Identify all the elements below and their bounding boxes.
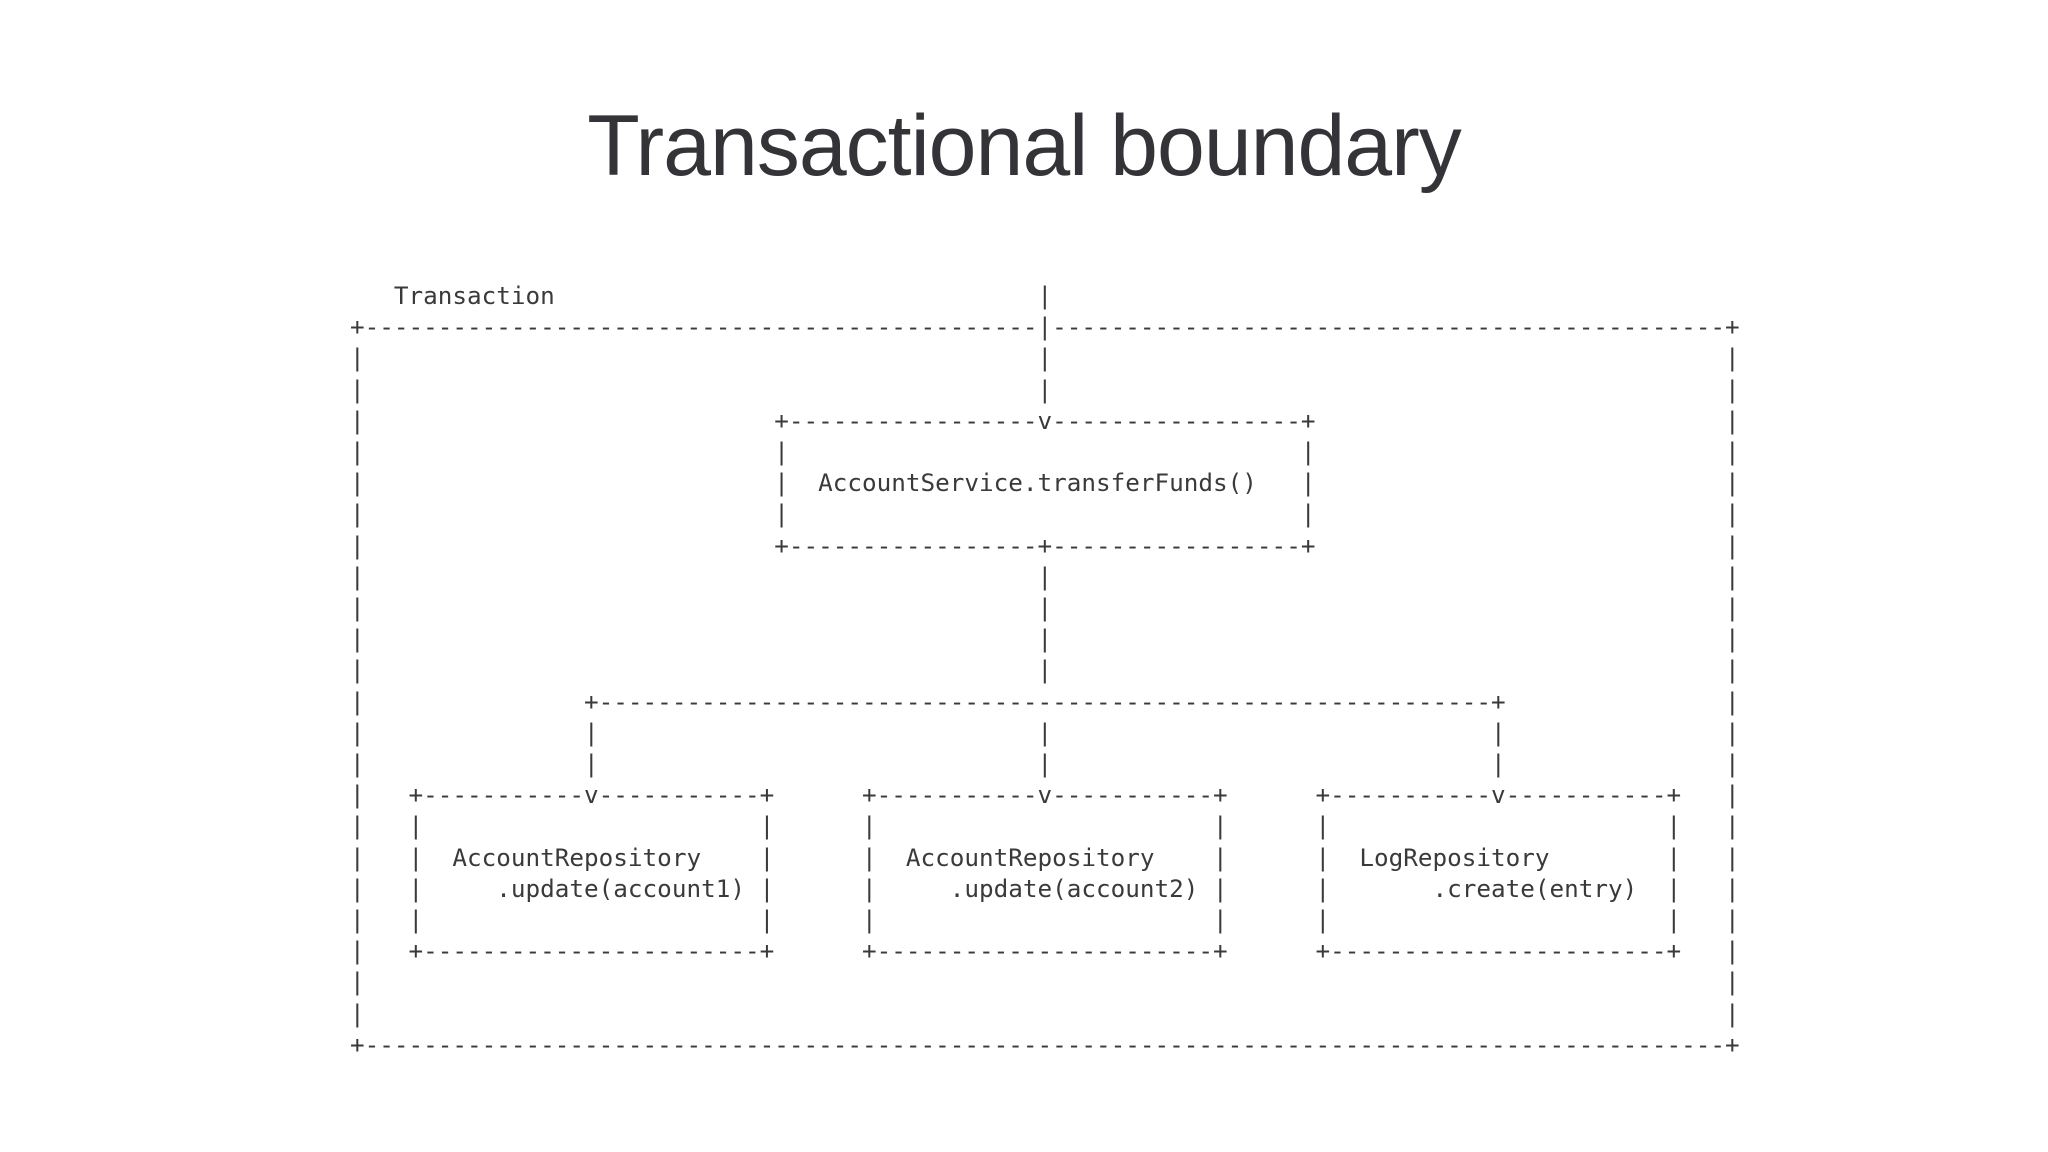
ascii-transaction-boundary-diagram: Transaction | +-------------------------…: [350, 281, 1740, 1059]
page-title: Transactional boundary: [587, 98, 1462, 194]
